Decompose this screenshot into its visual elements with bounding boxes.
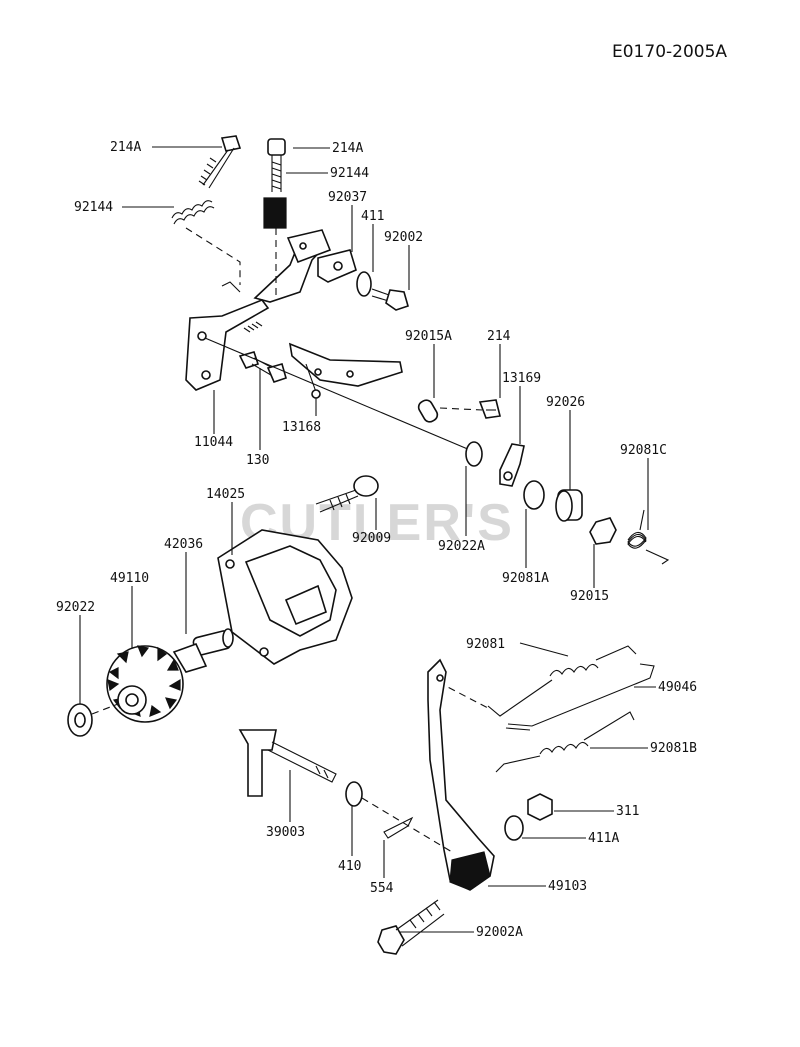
label-42036: 42036 [164,537,203,552]
label-554: 554 [370,881,394,896]
label-130: 130 [246,453,269,468]
spring-92144-center [263,197,287,229]
screw-92009 [315,475,379,513]
label-49046: 49046 [658,680,697,695]
leader-lines [79,146,656,933]
label-13169: 13169 [502,371,541,386]
label-39003: 39003 [266,825,305,840]
label-411A: 411A [588,831,619,846]
label-92081A: 92081A [502,571,549,586]
label-92009: 92009 [352,531,391,546]
bolt-130 [238,351,287,383]
label-214A-left: 214A [110,140,141,155]
label-214A-center: 214A [332,141,363,156]
label-92081B: 92081B [650,741,697,756]
spring-92081 [487,645,637,717]
control-arm-49103 [427,658,495,891]
label-410: 410 [338,859,361,874]
label-311: 311 [616,804,639,819]
label-49103: 49103 [548,879,587,894]
washer-410 [345,781,363,807]
nut-92015 [589,517,617,545]
label-92022: 92022 [56,600,95,615]
washer-411 [356,271,372,297]
pin-92015A [417,399,439,423]
label-214: 214 [487,329,511,344]
washer-92081A [523,480,545,510]
label-14025: 14025 [206,487,245,502]
bolt-214 [439,399,501,419]
washer-92022A [465,441,483,467]
label-92015A: 92015A [405,329,452,344]
label-92022A: 92022A [438,539,485,554]
spring-92081B [495,711,635,773]
clip-554 [383,816,414,839]
washer-411A [504,815,524,841]
bolt-92002A [377,899,445,955]
cover-14025 [217,529,353,665]
collar-92026 [555,489,583,522]
governor-arm-bracket [253,229,357,303]
label-92002A: 92002A [476,925,523,940]
bolt-214A-center [267,138,286,192]
label-92026: 92026 [546,395,585,410]
spring-92081C [627,509,670,565]
label-92144-center: 92144 [330,166,369,181]
bolt-214A-left [198,135,242,189]
label-49110: 49110 [110,571,149,586]
washer-92022 [67,703,119,737]
governor-lever-13168 [288,342,403,399]
link-39003 [238,729,337,797]
gear-49110 [106,645,184,723]
label-11044: 11044 [194,435,233,450]
label-92002: 92002 [384,230,423,245]
label-92081: 92081 [466,637,505,652]
rod-49046 [505,663,655,731]
label-92081C: 92081C [620,443,667,458]
nut-311 [527,793,553,821]
label-411: 411 [361,209,384,224]
spring-92144-left [171,200,215,225]
label-92015: 92015 [570,589,609,604]
lever-plate-11044 [185,281,270,391]
label-13168: 13168 [282,420,321,435]
diagram-code: E0170-2005A [612,42,728,62]
bolt-92002 [371,288,409,311]
shaft-42036 [172,628,234,673]
lever-13169 [499,443,525,487]
label-92037: 92037 [328,190,367,205]
label-92144-left: 92144 [74,200,113,215]
